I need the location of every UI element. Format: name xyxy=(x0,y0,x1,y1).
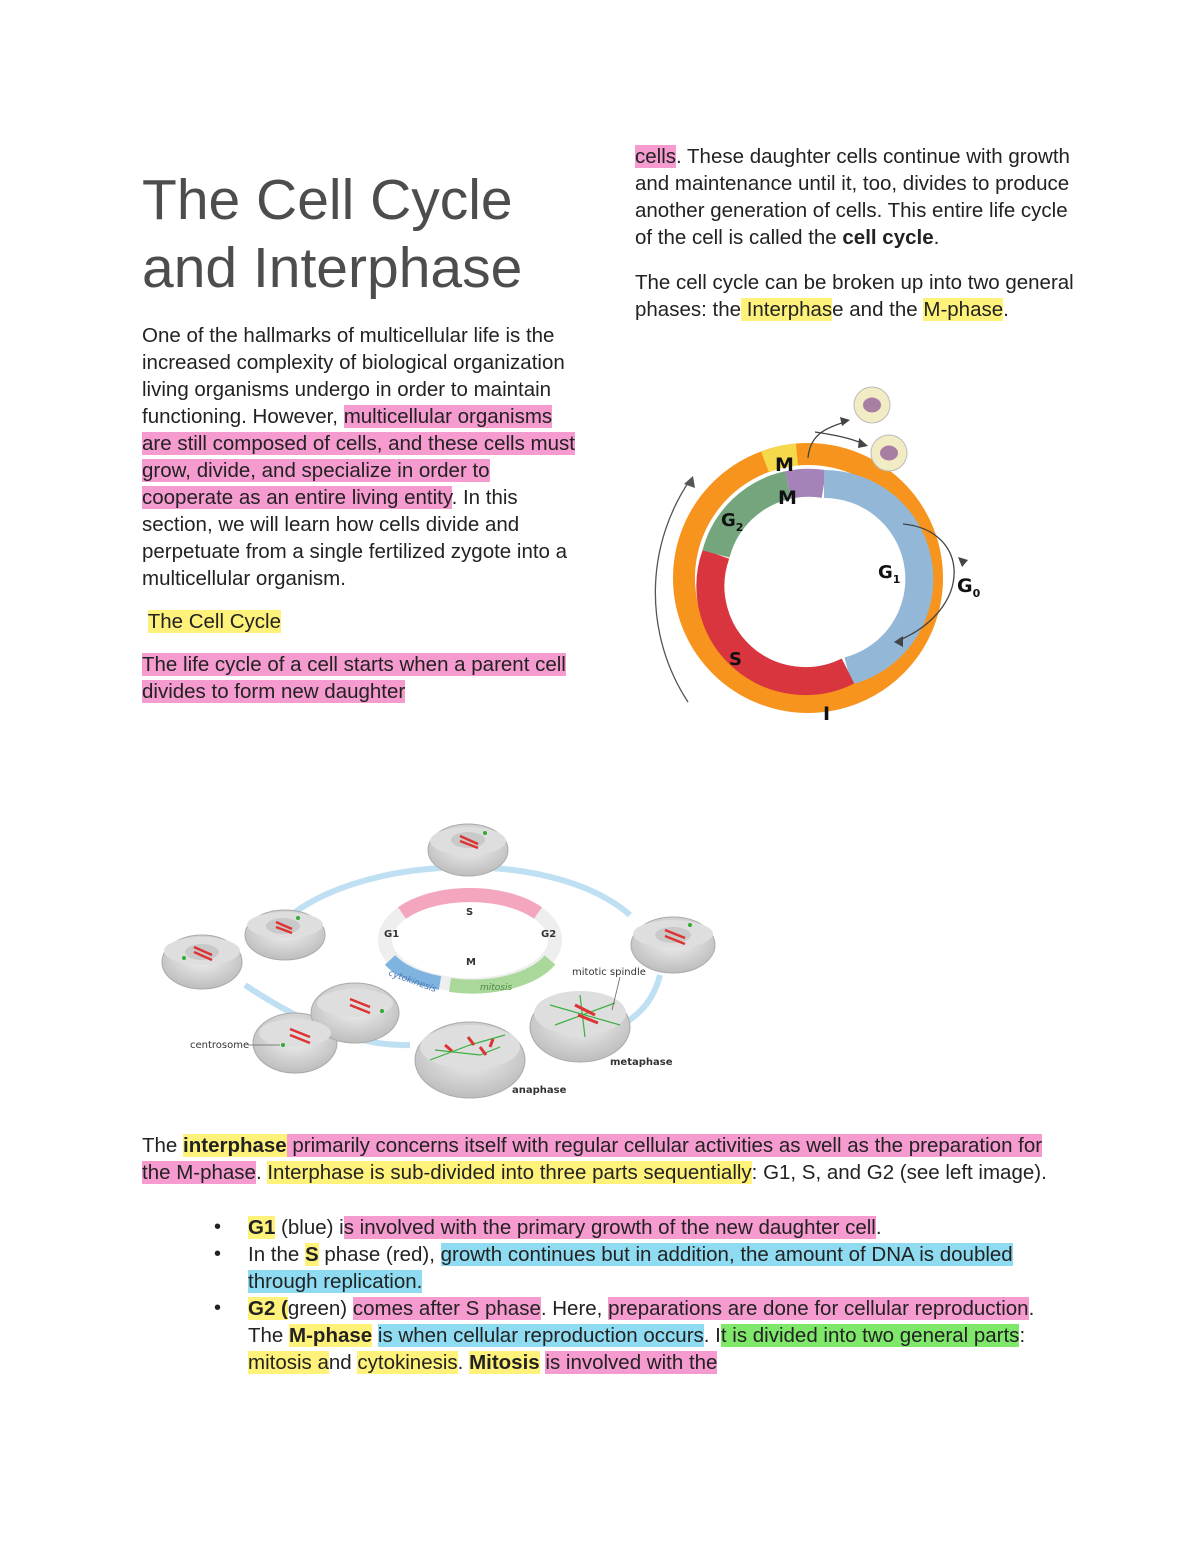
cell-dividing xyxy=(252,982,400,1074)
intro-paragraph: One of the hallmarks of multicellular li… xyxy=(142,322,582,592)
ring-s-label: S xyxy=(466,907,473,918)
mitosis-arc xyxy=(448,955,556,994)
cell-top-left xyxy=(244,909,326,961)
list-item: G1 (blue) is involved with the primary g… xyxy=(214,1214,1058,1241)
ring-g1-label: G1 xyxy=(384,929,399,940)
arrow-head xyxy=(958,557,968,567)
continuation-paragraph: cells. These daughter cells continue wit… xyxy=(635,145,1070,249)
nucleus xyxy=(863,397,881,413)
daughter-arrow xyxy=(814,431,865,445)
interphase-paragraph: The interphase primarily concerns itself… xyxy=(142,1134,1047,1184)
metaphase-label: metaphase xyxy=(610,1057,673,1068)
outer-m-segment xyxy=(761,443,799,473)
g2-segment xyxy=(702,471,792,558)
s-arc xyxy=(397,888,543,919)
phases-paragraph: The cell cycle can be broken up into two… xyxy=(635,271,1074,321)
ring-g2-label: G2 xyxy=(541,929,556,940)
phase-list: G1 (blue) is involved with the primary g… xyxy=(214,1214,1058,1376)
i-label: I xyxy=(823,703,830,725)
callout-line xyxy=(611,976,621,1011)
lifecycle-paragraph: The life cycle of a cell starts when a p… xyxy=(142,653,566,703)
cell-cycle-diagram: M M G2 G1 G0 S I xyxy=(654,386,981,725)
right-column: cells. These daughter cells continue wit… xyxy=(635,143,1075,323)
cell-right xyxy=(630,916,716,974)
arrow-head xyxy=(840,417,850,426)
cytokinesis-arc xyxy=(384,955,442,990)
cell-anaphase xyxy=(414,1021,526,1099)
cell-top xyxy=(427,823,509,877)
nucleus xyxy=(880,445,898,461)
ring-center xyxy=(728,498,888,658)
page-title: The Cell Cycle and Interphase xyxy=(142,168,523,300)
list-item: In the S phase (red), growth continues b… xyxy=(214,1241,1058,1295)
section-subheading: The Cell Cycle xyxy=(147,610,281,633)
centrosome-callout: centrosome xyxy=(190,1040,249,1051)
g1-segment xyxy=(823,469,934,685)
arrow-head xyxy=(684,476,695,488)
ring-m-label: M xyxy=(466,957,476,968)
g0-label: G0 xyxy=(957,575,981,600)
daughter-arrow xyxy=(807,421,846,459)
outer-m-label: M xyxy=(775,454,794,476)
g2-label: G2 xyxy=(721,510,743,534)
interphase-section: The interphase primarily concerns itself… xyxy=(142,1132,1062,1376)
s-label: S xyxy=(729,649,742,670)
cycle-direction-arrow xyxy=(654,479,691,703)
m-segment xyxy=(784,468,827,499)
list-item: G2 (green) comes after S phase. Here, pr… xyxy=(214,1295,1058,1376)
spindle-callout: mitotic spindle xyxy=(572,967,646,978)
cell-metaphase xyxy=(529,991,631,1063)
inner-m-label: M xyxy=(778,487,797,509)
arrow-head xyxy=(894,636,903,647)
left-column: One of the hallmarks of multicellular li… xyxy=(142,322,582,705)
g0-loop-arrow xyxy=(894,523,955,643)
intro-text: One of the hallmarks of multicellular li… xyxy=(142,324,565,428)
s-segment xyxy=(696,549,855,696)
g1-label: G1 xyxy=(878,562,900,586)
anaphase-label: anaphase xyxy=(512,1085,567,1096)
mitosis-diagram: S G1 G2 M cytokinesis mitosis xyxy=(161,823,716,1099)
arrow-head xyxy=(858,438,868,448)
cell-left xyxy=(161,934,243,990)
intro-tail: . In this section, we will learn how cel… xyxy=(142,486,568,590)
ring-mitosis-label: mitosis xyxy=(480,983,512,993)
